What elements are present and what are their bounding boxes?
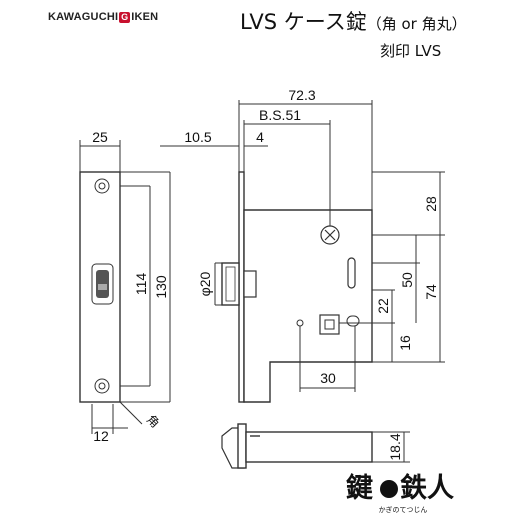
corner-leader bbox=[119, 401, 143, 425]
page-title: LVS ケース錠（角 or 角丸） bbox=[240, 6, 467, 36]
logo-keyhole-circle bbox=[380, 480, 398, 498]
label-12: 12 bbox=[93, 428, 109, 444]
label-10-5: 10.5 bbox=[184, 129, 211, 145]
cylinder-inner bbox=[225, 266, 236, 302]
latch-bolt-highlight bbox=[98, 284, 107, 290]
engraving-label: 刻印 LVS bbox=[380, 42, 442, 60]
label-30: 30 bbox=[320, 370, 336, 386]
store-logo: 鍵 の 鉄人 かぎのてつじん bbox=[346, 472, 454, 514]
logo-kanji-key: 鍵 bbox=[346, 472, 373, 504]
spindle-square-inner bbox=[324, 319, 335, 330]
label-28: 28 bbox=[423, 196, 439, 212]
logo-kanji-no: の bbox=[383, 483, 395, 497]
bottom-faceplate bbox=[237, 423, 247, 469]
label-bs51: B.S.51 bbox=[259, 107, 301, 123]
brand-text-post: IKEN bbox=[131, 11, 159, 23]
label-corner: 角 bbox=[144, 412, 162, 430]
faceplate-screw-top bbox=[94, 178, 110, 194]
label-22: 22 bbox=[375, 298, 391, 314]
bottom-case bbox=[245, 431, 373, 463]
spindle-square-outer bbox=[319, 314, 340, 335]
title-main: LVS ケース錠 bbox=[240, 10, 367, 34]
label-50: 50 bbox=[399, 272, 415, 288]
label-phi20: φ20 bbox=[197, 271, 213, 296]
latch-opening bbox=[91, 263, 114, 305]
cylinder-collar bbox=[243, 270, 257, 298]
label-114: 114 bbox=[133, 273, 149, 296]
label-130: 130 bbox=[153, 275, 169, 299]
faceplate-screw-top-inner bbox=[98, 182, 106, 190]
logo-kanji-tetsujin: 鉄人 bbox=[400, 472, 454, 504]
title-variant: （角 or 角丸） bbox=[366, 15, 467, 33]
spindle-small-slot bbox=[346, 315, 360, 327]
cylinder-housing bbox=[221, 262, 240, 306]
label-74: 74 bbox=[423, 284, 439, 300]
label-faceplate-width: 25 bbox=[92, 129, 108, 145]
slot-hole bbox=[347, 257, 356, 289]
label-72-3: 72.3 bbox=[288, 87, 315, 103]
brand-g-mark: G bbox=[119, 12, 131, 23]
label-4: 4 bbox=[256, 129, 264, 145]
label-16: 16 bbox=[397, 335, 413, 351]
lock-case-body bbox=[243, 209, 373, 403]
logo-kana: かぎのてつじん bbox=[379, 505, 428, 514]
faceplate-screw-bottom-inner bbox=[98, 382, 106, 390]
side-faceplate bbox=[238, 171, 245, 403]
faceplate-screw-bottom bbox=[94, 378, 110, 394]
brand-text-pre: KAWAGUCHI bbox=[48, 11, 119, 23]
label-18-4: 18.4 bbox=[387, 433, 403, 460]
